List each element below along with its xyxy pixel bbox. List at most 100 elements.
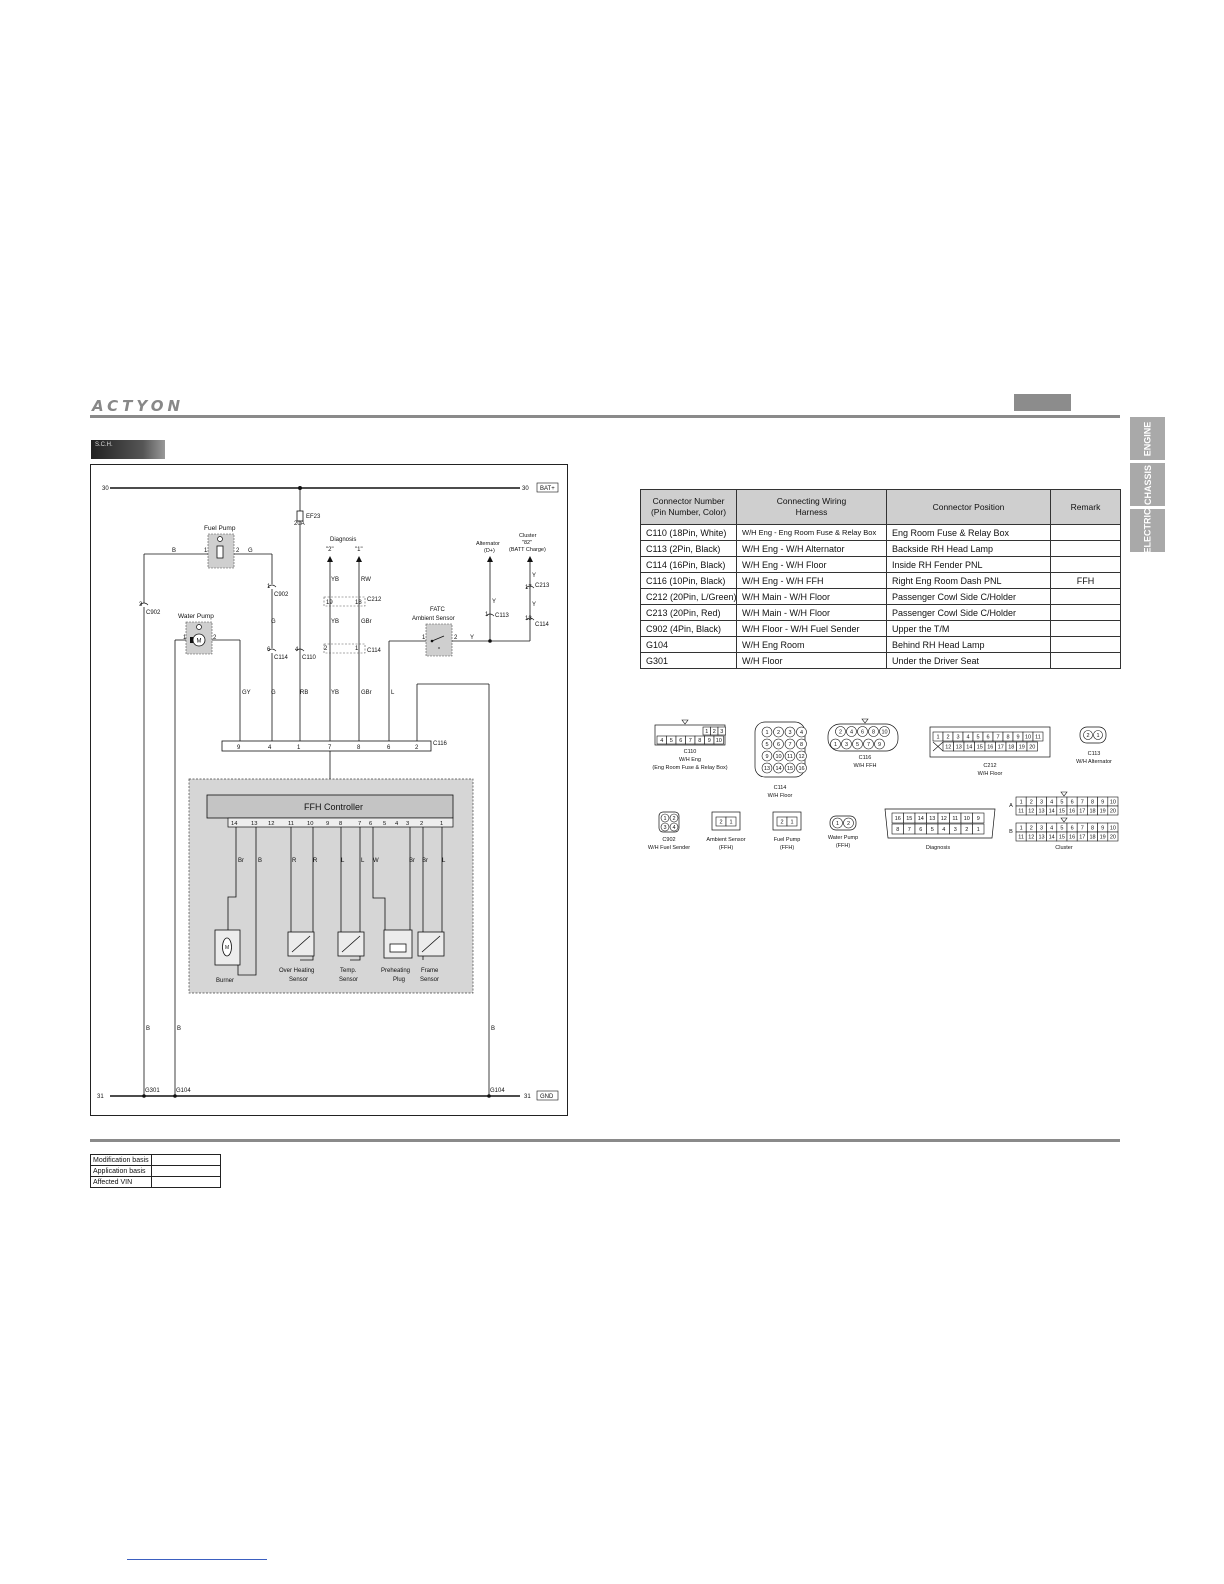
table-row: C902 (4Pin, Black)W/H Floor - W/H Fuel S… — [640, 620, 1121, 637]
cell-position: Right Eng Room Dash PNL — [886, 572, 1051, 589]
c110-view-l2: (Eng Room Fuse & Relay Box) — [652, 765, 727, 771]
c114-pin-label: 5 — [765, 742, 768, 748]
fuelpump-pin-label: 1 — [790, 820, 793, 826]
cell-harness: W/H Main - W/H Floor — [736, 588, 887, 605]
ctrl-pin-1: 1 — [440, 821, 443, 827]
wire-y4: Y — [532, 602, 536, 608]
cluster-b-bottom-pin-label: 11 — [1018, 835, 1024, 841]
c116-pin-5: 8 — [357, 745, 361, 751]
bat-tag-box — [536, 482, 559, 493]
c116-view-id: C116 — [859, 755, 872, 761]
alternator-arrow-icon — [487, 556, 493, 562]
preheat-plug-icon — [389, 943, 407, 953]
cell-harness: W/H Eng Room — [736, 636, 887, 653]
cell-remark — [1050, 556, 1121, 573]
c902-pin-shape — [660, 813, 670, 823]
wire-g1: G — [271, 619, 276, 625]
cluster-b-top-pin-label: 3 — [1040, 826, 1043, 832]
cluster-b-bottom-pin-label: 16 — [1069, 835, 1075, 841]
fuelpump-view-l1: Fuel Pump — [774, 837, 801, 843]
ambient-view-l2: (FFH) — [719, 845, 734, 851]
water-pump-motor: M — [197, 639, 202, 645]
c212-connector-box — [323, 596, 366, 607]
cluster-a-top-pin-label: 3 — [1040, 800, 1043, 806]
c212-view-l1: W/H Floor — [978, 771, 1003, 777]
cluster-a-top-pin-label: 1 — [1020, 800, 1023, 806]
ctrl-wire-r2: R — [313, 858, 318, 864]
c110-pin: 4 — [295, 647, 299, 653]
diag-bottom-pin-shape — [972, 823, 985, 835]
c116-top-pin-shape — [835, 726, 846, 737]
cluster-b-bottom-pin-label: 13 — [1038, 835, 1044, 841]
c116-bottom-pin-label: 1 — [834, 742, 837, 748]
c212-bottom-pin-label: 16 — [987, 745, 993, 751]
c113-pin-shape — [1083, 730, 1093, 740]
rail-label-bottom-right: 31 — [524, 1094, 531, 1100]
ctrl-pin-11: 11 — [288, 821, 294, 827]
c212-top-pin-label: 6 — [986, 735, 989, 741]
c114-pin-label: 1 — [765, 730, 768, 736]
table-row: Modification basis — [90, 1154, 221, 1166]
diagnosis-arrow-a-icon — [327, 556, 333, 562]
diag-top-pin-label: 11 — [952, 816, 958, 822]
footer-link-underline[interactable] — [127, 1559, 267, 1560]
cluster-a-bottom-pin-label: 11 — [1018, 809, 1024, 815]
c116-label: C116 — [433, 741, 448, 747]
c116-top-pin-shape — [868, 726, 879, 737]
c110-bottom-pin-label: 7 — [689, 738, 692, 744]
fuel-pump-ground-icon — [217, 536, 223, 542]
ctrl-wire-l1: L — [341, 858, 345, 864]
c114-pin-label: 12 — [798, 754, 804, 760]
cell-number: C212 (20Pin, L/Green) — [640, 588, 737, 605]
wiring-diagram: 30 30 BAT+ 31 31 GND EF23 20A Fuel Pump … — [97, 482, 559, 1101]
wire-gbr2: GBr — [361, 690, 372, 696]
side-tab-electric[interactable]: ELECTRIC — [1130, 508, 1165, 553]
c114-pin-shape — [761, 750, 773, 762]
c902-pin-label: 4 — [672, 825, 675, 831]
side-tab-engine[interactable]: ENGINE — [1130, 417, 1165, 460]
c114-connector-box — [323, 643, 366, 654]
ctrl-pin-6: 6 — [369, 821, 372, 827]
ambient-pin-shape — [725, 816, 737, 827]
g104a-junction — [173, 1094, 177, 1098]
c114-pin-shape — [773, 726, 784, 738]
c116-bottom-pin-shape — [863, 738, 874, 750]
diagnosis-pin-a: "2" — [326, 547, 334, 553]
ambient-pin-label: 1 — [729, 820, 732, 826]
side-tab-chassis[interactable]: CHASSIS — [1130, 463, 1165, 506]
c114-pin-shape — [773, 738, 784, 750]
c110-top-pin-label: 2 — [713, 729, 716, 735]
cluster-a-top-pin-label: 2 — [1030, 800, 1033, 806]
g301-junction — [142, 1094, 146, 1098]
footer-rule — [90, 1139, 1120, 1142]
alternator-sub: (D+) — [484, 548, 495, 554]
c114-pin-a: 2 — [324, 646, 328, 652]
c114-pin-label: 9 — [765, 754, 768, 760]
preheat-label-2: Plug — [393, 977, 405, 983]
cluster-b-bottom-pin-label: 14 — [1049, 835, 1055, 841]
c114-label-mid: C114 — [367, 648, 382, 654]
cell-number: G104 — [640, 636, 737, 653]
c114-pin-shape — [784, 750, 796, 762]
c116-bottom-pin-label: 3 — [845, 742, 848, 748]
c114-pin-label: 3 — [788, 730, 791, 736]
ctrl-wire-b: B — [258, 858, 262, 864]
cluster-b-top-pin-label: 5 — [1060, 826, 1063, 832]
fuel-pump-coil-icon — [216, 545, 224, 559]
modification-basis-value — [150, 1154, 221, 1166]
ambient-pin-label: 2 — [719, 820, 722, 826]
diag-bottom-pin-label: 3 — [954, 827, 957, 833]
c902-mid-label: C902 — [274, 592, 289, 598]
cell-remark — [1050, 540, 1121, 557]
cluster-a-top-pin-label: 6 — [1071, 800, 1074, 806]
wire-rb: RB — [300, 690, 308, 696]
cell-position: Upper the T/M — [886, 620, 1051, 637]
ctrl-pin-9: 9 — [326, 821, 329, 827]
diag-top-pin-label: 9 — [977, 816, 980, 822]
temp-sensor-icon — [341, 935, 361, 953]
c116-view-l1: W/H FFH — [854, 763, 877, 769]
